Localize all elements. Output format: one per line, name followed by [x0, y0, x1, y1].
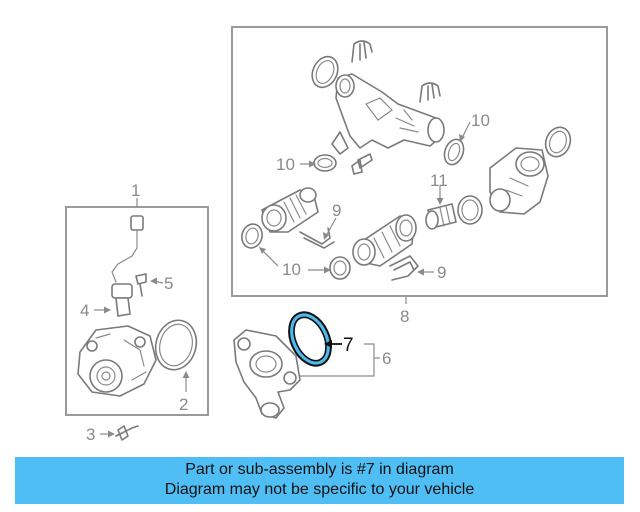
retaining-clip-right [419, 82, 441, 103]
bolt-3 [115, 425, 139, 441]
gasket-inner-edge [293, 316, 327, 362]
connector-fitting-11 [425, 203, 457, 230]
coolant-flange-housing [331, 73, 445, 155]
banner-line-part: Part or sub-assembly is #7 in diagram [185, 461, 454, 478]
o-ring-2 [154, 319, 198, 371]
spring-clip-9-lower [389, 255, 419, 281]
info-banner: Part or sub-assembly is #7 in diagram Di… [15, 457, 624, 504]
thermostat-housing-6 [233, 329, 301, 419]
callout-6: 6 [382, 349, 391, 368]
callout-10-upper: 10 [471, 111, 490, 130]
o-ring-10-lower-left [241, 223, 263, 249]
banner-line-disclaimer: Diagram may not be specific to your vehi… [164, 481, 475, 498]
callout-9-upper: 9 [332, 201, 341, 220]
callout-1: 1 [131, 181, 140, 200]
callout-11: 11 [430, 171, 448, 190]
callout-2: 2 [179, 395, 188, 414]
callout-10-bottom: 10 [282, 260, 301, 279]
hose-lower [352, 214, 417, 267]
retaining-clip-top [351, 40, 373, 63]
callout-9-lower: 9 [437, 263, 446, 282]
o-ring-10-upper [443, 138, 465, 166]
spring-clip-9-upper [299, 227, 335, 249]
o-ring-top-left [311, 55, 339, 89]
callout-4: 4 [80, 301, 89, 320]
hose-upper [261, 187, 319, 233]
callout-3: 3 [86, 425, 95, 444]
o-ring-10-bottom [329, 256, 351, 280]
small-bolt [351, 153, 373, 175]
callout-5: 5 [164, 274, 173, 293]
parts-diagram: 10 10 11 9 10 9 8 1 5 4 2 3 [65, 26, 608, 444]
subassembly-box-8 [231, 26, 608, 297]
callout-7: 7 [343, 335, 354, 356]
bolt-5 [135, 273, 147, 297]
callout-8: 8 [400, 307, 409, 326]
o-ring-far-right [544, 126, 572, 158]
o-ring-10-mid [313, 154, 337, 172]
water-pump [77, 325, 157, 397]
callout-10-mid: 10 [276, 155, 295, 174]
elbow-housing-right [489, 147, 549, 215]
temperature-sensor [111, 215, 144, 317]
